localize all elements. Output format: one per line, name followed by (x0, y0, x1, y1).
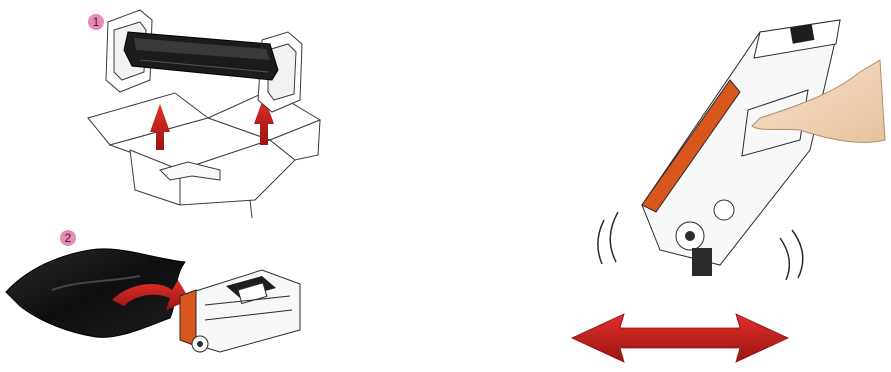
step1-illustration (88, 10, 320, 218)
step-number-badge: 2 (60, 230, 76, 246)
open-box (88, 90, 320, 218)
step-number-badge: 1 (88, 14, 104, 30)
toner-cartridge-tilted (642, 20, 840, 276)
step2-illustration (6, 249, 300, 352)
red-double-arrow-icon (572, 314, 788, 362)
step3-illustration (572, 20, 885, 362)
toner-cartridge-unwrapped (180, 270, 300, 352)
